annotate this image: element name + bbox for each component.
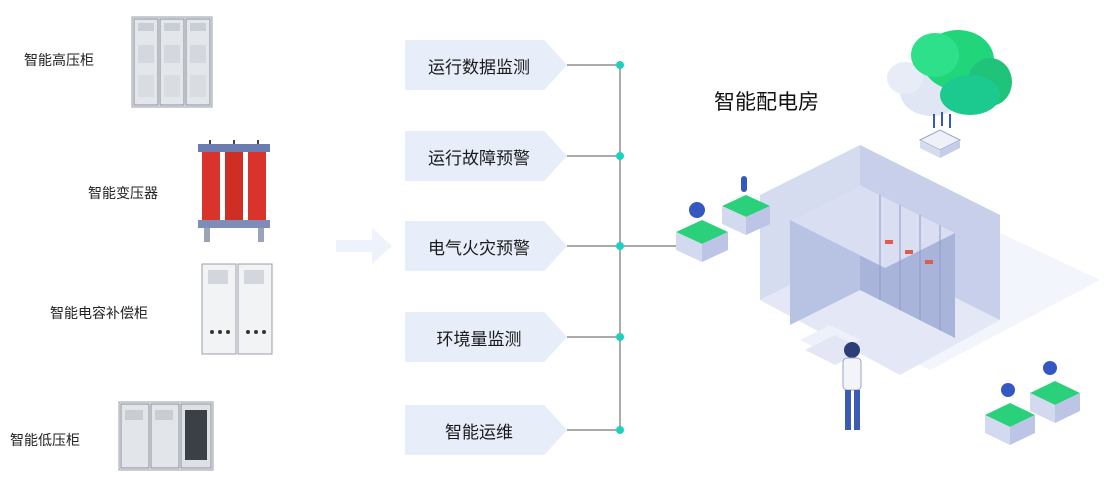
diagram-title: 智能配电房 — [714, 90, 819, 114]
function-tag-label: 运行数据监测 — [428, 57, 530, 78]
high-voltage-cabinet-image — [131, 16, 213, 108]
sensor-box-right-1 — [985, 403, 1035, 445]
sensor-box-thermometer — [722, 195, 770, 235]
equipment-label-capacitor: 智能电容补偿柜 — [50, 306, 148, 322]
cloud-icon — [887, 30, 1012, 116]
equipment-label-transformer: 智能变压器 — [88, 186, 158, 202]
transformer-image — [198, 140, 270, 242]
connector-dot — [616, 242, 624, 250]
thermometer-icon — [741, 176, 747, 192]
function-tag-label: 运行故障预警 — [428, 148, 530, 169]
function-tag-label: 电气火灾预警 — [428, 238, 530, 259]
sensor-box-left — [676, 220, 728, 262]
water-sensor-icon — [1043, 361, 1057, 375]
connector-dot — [616, 333, 624, 341]
equipment-label-low-voltage: 智能低压柜 — [10, 433, 80, 449]
connector-dot — [616, 426, 624, 434]
function-tag-label: 智能运维 — [445, 422, 513, 443]
person-icon — [844, 342, 860, 358]
function-tag-label: 环境量监测 — [436, 329, 522, 350]
capacitor-cabinet-image — [201, 263, 273, 355]
connector-dot — [616, 152, 624, 160]
function-tag-smart-maintenance: 智能运维 — [405, 405, 567, 455]
function-tag-operation-monitoring: 运行数据监测 — [405, 40, 567, 90]
router-icon — [918, 112, 962, 158]
smoke-sensor-icon — [689, 202, 705, 218]
function-tag-fire-warning: 电气火灾预警 — [405, 221, 567, 271]
sensor-box-right-2 — [1030, 381, 1080, 423]
connector-dot — [616, 61, 624, 69]
function-tag-environment-monitoring: 环境量监测 — [405, 312, 567, 362]
equipment-label-high-voltage: 智能高压柜 — [24, 53, 94, 69]
low-voltage-cabinet-image — [118, 401, 214, 471]
gauge-sensor-icon — [1001, 383, 1015, 397]
function-tag-fault-warning: 运行故障预警 — [405, 131, 567, 181]
